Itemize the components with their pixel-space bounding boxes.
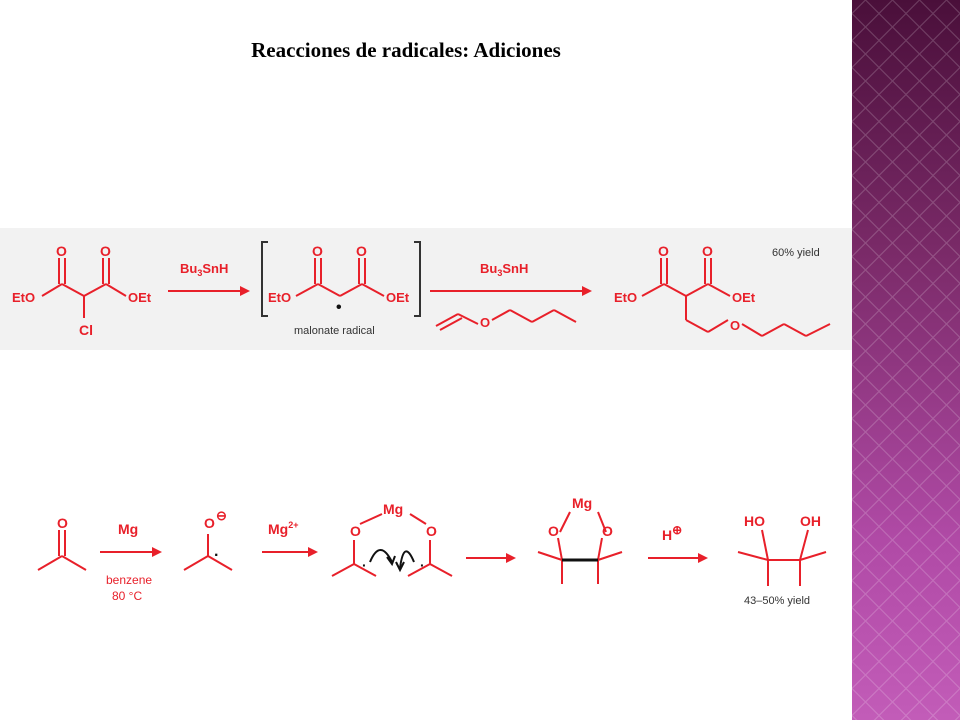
radical-ethoxy-right: OEt: [386, 290, 410, 305]
butyl-vinyl-ether-structure: [435, 309, 577, 331]
cyclic-oxygen-left: O: [548, 523, 559, 539]
decorative-side-band: [852, 0, 960, 720]
chlorine-atom: Cl: [79, 322, 93, 338]
pinacol-structure: [737, 529, 827, 586]
malonate-radical-label: malonate radical: [294, 325, 375, 337]
complex-radical-dot-right: ·: [420, 557, 425, 573]
complex-oxygen-left: O: [350, 523, 361, 539]
product-carbonyl-o-right: O: [702, 243, 713, 259]
chloromalonate-structure: [41, 258, 127, 318]
reaction-2-scheme: O Mg benzene 80 °C O ⊖ · Mg2+: [37, 495, 827, 607]
page-title: Reacciones de radicales: Adiciones: [251, 38, 561, 62]
hydroxyl-left: HO: [744, 513, 765, 529]
temperature-label: 80 °C: [112, 589, 142, 603]
complex-radical-dot-left: ·: [362, 557, 367, 573]
reaction-arrow-3: [100, 547, 162, 557]
magnesium-pinacolate-structure: [537, 511, 623, 584]
alkylated-malonate-structure: [641, 258, 831, 337]
reagent-tributyltin-hydride-2: Bu3SnH: [480, 261, 528, 278]
reaction-1-panel: O O EtO OEt Cl Bu3SnH O O EtO OEt • malo…: [0, 228, 852, 350]
yield-label-2: 43–50% yield: [744, 595, 810, 607]
cyclic-magnesium: Mg: [572, 495, 592, 511]
reagent-tributyltin-hydride: Bu3SnH: [180, 261, 228, 278]
ketyl-radical-dot: ·: [214, 547, 219, 564]
radical-dot: •: [336, 299, 342, 316]
complex-oxygen-right: O: [426, 523, 437, 539]
reaction-arrow-6: [648, 553, 708, 563]
negative-charge-icon: ⊖: [216, 508, 227, 523]
solvent-label: benzene: [106, 573, 152, 587]
reaction-arrow-1: [168, 286, 250, 296]
ethoxy-left: EtO: [12, 290, 35, 305]
yield-label-1: 60% yield: [772, 247, 820, 259]
reaction-1-scheme: O O EtO OEt Cl Bu3SnH O O EtO OEt • malo…: [12, 241, 831, 338]
reaction-2-panel: O Mg benzene 80 °C O ⊖ · Mg2+: [0, 488, 852, 628]
product-ether-oxygen: O: [730, 318, 740, 333]
carbonyl-o-left: O: [56, 243, 67, 259]
magnesium-bis-ketyl-complex: [331, 513, 453, 577]
carbonyl-o-right: O: [100, 243, 111, 259]
ether-oxygen: O: [480, 315, 490, 330]
acetone-oxygen: O: [57, 515, 68, 531]
radical-carbonyl-o-right: O: [356, 243, 367, 259]
acetone-structure: [37, 530, 87, 571]
left-bracket: [261, 241, 268, 317]
reagent-magnesium-ion: Mg2+: [268, 520, 298, 537]
reagent-proton: H⊕: [662, 523, 682, 543]
reaction-arrow-4: [262, 547, 318, 557]
radical-carbonyl-o-left: O: [312, 243, 323, 259]
malonate-radical-structure: [295, 258, 385, 297]
right-bracket: [414, 241, 421, 317]
reagent-magnesium: Mg: [118, 521, 138, 537]
ketyl-oxygen: O: [204, 515, 215, 531]
reaction-arrow-2: [430, 286, 592, 296]
reaction-arrow-5: [466, 553, 516, 563]
product-carbonyl-o-left: O: [658, 243, 669, 259]
electron-push-arrows-icon: [369, 549, 415, 573]
hydroxyl-right: OH: [800, 513, 821, 529]
ketyl-radical-anion-structure: [183, 534, 233, 571]
ethoxy-right: OEt: [128, 290, 152, 305]
product-ethoxy-right: OEt: [732, 290, 756, 305]
radical-ethoxy-left: EtO: [268, 290, 291, 305]
product-ethoxy-left: EtO: [614, 290, 637, 305]
cyclic-oxygen-right: O: [602, 523, 613, 539]
diamond-pattern: [852, 0, 960, 720]
complex-magnesium: Mg: [383, 501, 403, 517]
